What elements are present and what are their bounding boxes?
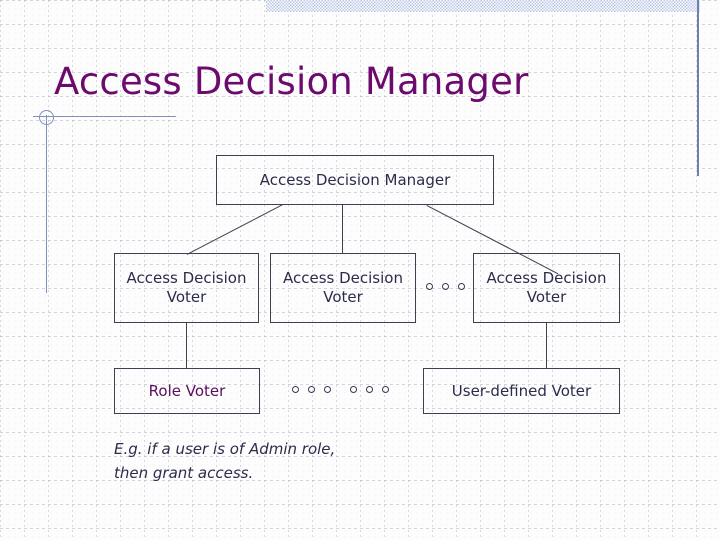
node-label: Access Decision Voter [283, 269, 403, 306]
ellipsis-dot-icon [292, 386, 299, 393]
node-label: Access Decision Manager [259, 170, 451, 189]
node-access-decision-voter-1[interactable]: Access Decision Voter [114, 253, 259, 323]
node-label: Access Decision Voter [126, 269, 247, 306]
ellipsis-dot-icon [382, 386, 389, 393]
node-user-defined-voter[interactable]: User-defined Voter [423, 368, 620, 414]
ellipsis-dots-implementations-b [350, 386, 389, 393]
caption-line-1: E.g. if a user is of Admin role, [114, 440, 336, 458]
connector-root-to-voter-2 [342, 205, 343, 253]
ellipsis-dot-icon [366, 386, 373, 393]
ellipsis-dot-icon [442, 283, 449, 290]
caption: E.g. if a user is of Admin role, then gr… [114, 437, 414, 485]
node-access-decision-voter-3[interactable]: Access Decision Voter [473, 253, 620, 323]
horizontal-rule-left [33, 116, 176, 117]
ellipsis-dots-implementations-a [292, 386, 331, 393]
ellipsis-dot-icon [458, 283, 465, 290]
connector-voter-1-to-role-voter [186, 323, 187, 368]
connector-root-to-voter-1 [186, 204, 283, 255]
vertical-rule-left [46, 115, 47, 293]
hatched-band [266, 0, 700, 12]
node-label: Role Voter [148, 381, 226, 400]
connector-voter-3-to-user-defined-voter [546, 323, 547, 368]
page-title: Access Decision Manager [54, 60, 529, 103]
ellipsis-dot-icon [324, 386, 331, 393]
node-access-decision-manager[interactable]: Access Decision Manager [216, 155, 494, 205]
ellipsis-dot-icon [426, 283, 433, 290]
circle-marker-icon [39, 110, 54, 125]
node-label: User-defined Voter [451, 381, 592, 400]
vertical-rule-right [697, 0, 699, 176]
ellipsis-dot-icon [350, 386, 357, 393]
ellipsis-dots-voters [426, 283, 465, 290]
ellipsis-dot-icon [308, 386, 315, 393]
node-access-decision-voter-2[interactable]: Access Decision Voter [270, 253, 416, 323]
node-role-voter[interactable]: Role Voter [114, 368, 260, 414]
caption-line-2: then grant access. [114, 464, 254, 482]
node-label: Access Decision Voter [486, 269, 607, 306]
